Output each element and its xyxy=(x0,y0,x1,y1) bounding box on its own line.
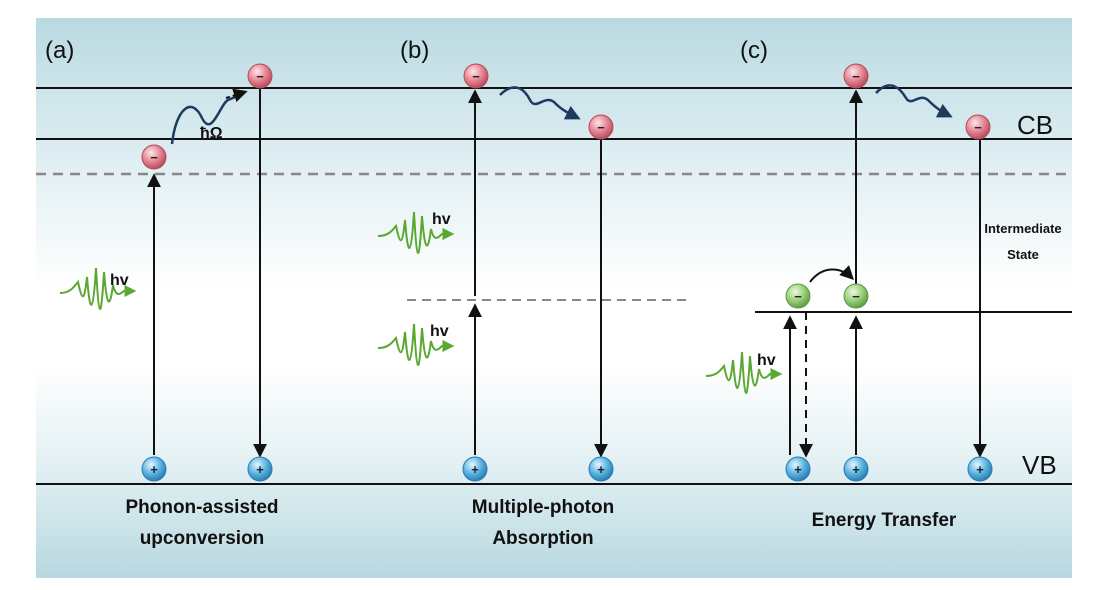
panel-b-hole-left: + xyxy=(462,456,488,482)
intermediate-state-label-2: State xyxy=(1007,247,1039,262)
svg-text:+: + xyxy=(852,462,860,477)
panel-a-caption-line1: Phonon-assisted xyxy=(125,497,278,518)
panel-c-hv-label: hv xyxy=(757,352,776,369)
phonon-label: ħΩ xyxy=(200,125,223,142)
panel-c-hole-2: + xyxy=(843,456,869,482)
panel-c-electron-lower: − xyxy=(965,114,991,140)
panel-a-label: (a) xyxy=(45,37,74,64)
panel-a-hv-label: hv xyxy=(110,272,129,289)
panel-c-energy-transfer-arrow xyxy=(809,265,854,283)
panel-b-electron-upper: − xyxy=(463,63,489,89)
panel-a-hole-left: + xyxy=(141,456,167,482)
svg-text:+: + xyxy=(471,462,479,477)
panel-b-relaxation-wave-icon xyxy=(499,86,581,120)
panel-b-label: (b) xyxy=(400,37,429,64)
svg-text:+: + xyxy=(976,462,984,477)
svg-text:−: − xyxy=(597,120,605,135)
panel-c-hole-3: + xyxy=(967,456,993,482)
intermediate-state-label-1: Intermediate xyxy=(984,221,1061,236)
panel-c-hole-1: + xyxy=(785,456,811,482)
svg-text:+: + xyxy=(794,462,802,477)
panel-a-caption-line2: upconversion xyxy=(140,528,265,549)
svg-text:−: − xyxy=(852,289,860,304)
panel-c-caption: Energy Transfer xyxy=(812,510,957,531)
panel-c-relaxation-wave-icon xyxy=(875,84,953,118)
panel-c-activator-electron: − xyxy=(843,283,869,309)
svg-text:−: − xyxy=(794,289,802,304)
panel-b-hole-right: + xyxy=(588,456,614,482)
panel-b-electron-lower: − xyxy=(588,114,614,140)
panel-b-lower-photon-wave-icon xyxy=(377,323,455,366)
panel-b-upper-hv-label: hv xyxy=(432,211,451,228)
panel-b-lower-hv-label: hv xyxy=(430,323,449,340)
svg-text:+: + xyxy=(597,462,605,477)
svg-text:−: − xyxy=(852,69,860,84)
phonon-wave-icon xyxy=(170,93,241,145)
svg-text:+: + xyxy=(256,462,264,477)
panel-b-upper-photon-wave-icon xyxy=(377,211,455,254)
panel-a-photon-wave-icon xyxy=(59,267,137,310)
cb-label: CB xyxy=(1017,110,1053,140)
panel-b-caption-line2: Absorption xyxy=(492,528,593,549)
svg-text:−: − xyxy=(256,69,264,84)
svg-text:+: + xyxy=(150,462,158,477)
svg-text:−: − xyxy=(472,69,480,84)
svg-text:−: − xyxy=(150,150,158,165)
svg-text:−: − xyxy=(974,120,982,135)
panel-a-dotted-arrow xyxy=(225,88,248,103)
panel-a-hole-right: + xyxy=(247,456,273,482)
panel-c-electron-upper: − xyxy=(843,63,869,89)
panel-a-electron-lower: − xyxy=(141,144,167,170)
panel-c-sensitizer-electron: − xyxy=(785,283,811,309)
panel-b-caption-line1: Multiple-photon xyxy=(472,497,614,518)
panel-c-label: (c) xyxy=(740,37,768,64)
vb-label: VB xyxy=(1022,450,1057,480)
panel-c-photon-wave-icon xyxy=(705,351,783,394)
panel-a-electron-upper: − xyxy=(247,63,273,89)
